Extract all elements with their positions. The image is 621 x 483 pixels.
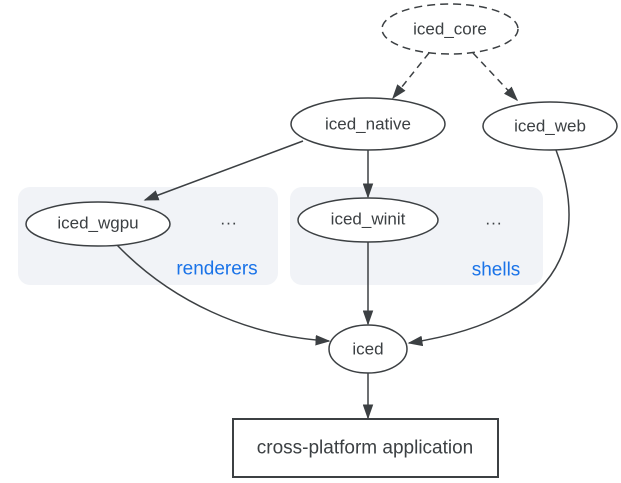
node-iced-native-shape <box>290 97 446 151</box>
node-iced-core-shape <box>381 3 519 55</box>
node-app-shape <box>232 418 499 478</box>
edge-iced-native-to-iced-wgpu <box>143 140 304 201</box>
edge-iced-wgpu-to-iced <box>116 244 331 346</box>
node-iced-wgpu-shape <box>25 201 171 247</box>
node-iced-winit-shape <box>297 197 439 243</box>
edge-iced-core-to-iced-native <box>392 52 430 100</box>
node-iced-shape <box>328 324 408 374</box>
node-iced-web-shape <box>482 101 618 151</box>
edge-iced-web-to-iced <box>407 149 570 347</box>
edge-iced-core-to-iced-web <box>472 52 519 102</box>
